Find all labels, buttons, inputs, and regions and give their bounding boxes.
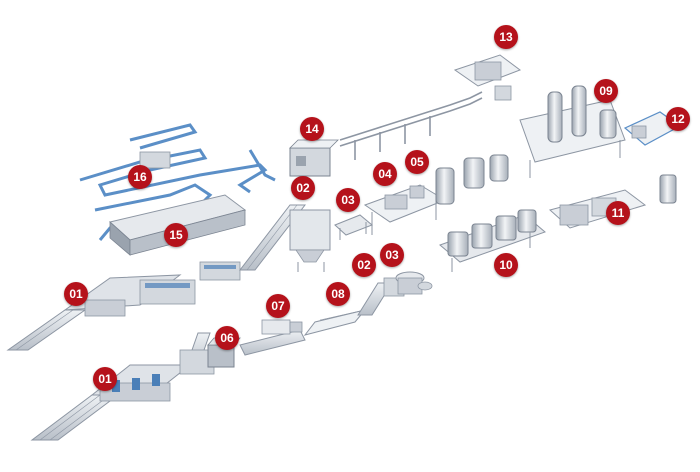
unit-14 xyxy=(289,139,339,177)
unit-13 xyxy=(453,54,522,101)
lower-line-washer-tank xyxy=(90,364,192,402)
lower-line-washer-conveyor xyxy=(30,394,120,441)
station-badge-08: 08 xyxy=(326,282,350,306)
station-badge-05: 05 xyxy=(405,150,429,174)
upper-line-hopper xyxy=(289,209,331,272)
station-badge-15: 15 xyxy=(164,223,188,247)
station-badge-16: 16 xyxy=(128,165,152,189)
station-badge-03-upper: 03 xyxy=(336,188,360,212)
unit-03-frame xyxy=(334,214,373,240)
station-badge-02-lower: 02 xyxy=(352,253,376,277)
station-badge-13: 13 xyxy=(494,25,518,49)
station-badge-14: 14 xyxy=(300,117,324,141)
platform-04-05 xyxy=(363,184,447,235)
overhead-conveyor xyxy=(339,91,483,160)
evaporator-09 xyxy=(519,85,626,178)
machine-16 xyxy=(139,151,171,169)
lower-line-elevator-02 xyxy=(357,277,405,316)
station-badge-10: 10 xyxy=(494,253,518,277)
upper-line-elevator xyxy=(238,204,307,271)
station-badge-07: 07 xyxy=(266,294,290,318)
station-badge-11: 11 xyxy=(606,201,630,225)
conveyor-08 xyxy=(303,309,367,336)
upper-line-washer xyxy=(63,261,241,317)
station-badge-04: 04 xyxy=(373,162,397,186)
station-badge-01-upper: 01 xyxy=(64,282,88,306)
station-badge-03-lower: 03 xyxy=(380,243,404,267)
station-badge-02-upper: 02 xyxy=(291,176,315,200)
tanks-05 xyxy=(435,154,509,205)
lower-line-sorter-03 xyxy=(395,271,433,295)
station-badge-09: 09 xyxy=(594,79,618,103)
station-badge-01-lower: 01 xyxy=(93,367,117,391)
station-badge-12: 12 xyxy=(666,107,690,131)
pulper-07 xyxy=(239,319,306,356)
upper-line-conveyor xyxy=(6,309,87,351)
tanks-10 xyxy=(439,209,546,272)
station-badge-06: 06 xyxy=(215,326,239,350)
